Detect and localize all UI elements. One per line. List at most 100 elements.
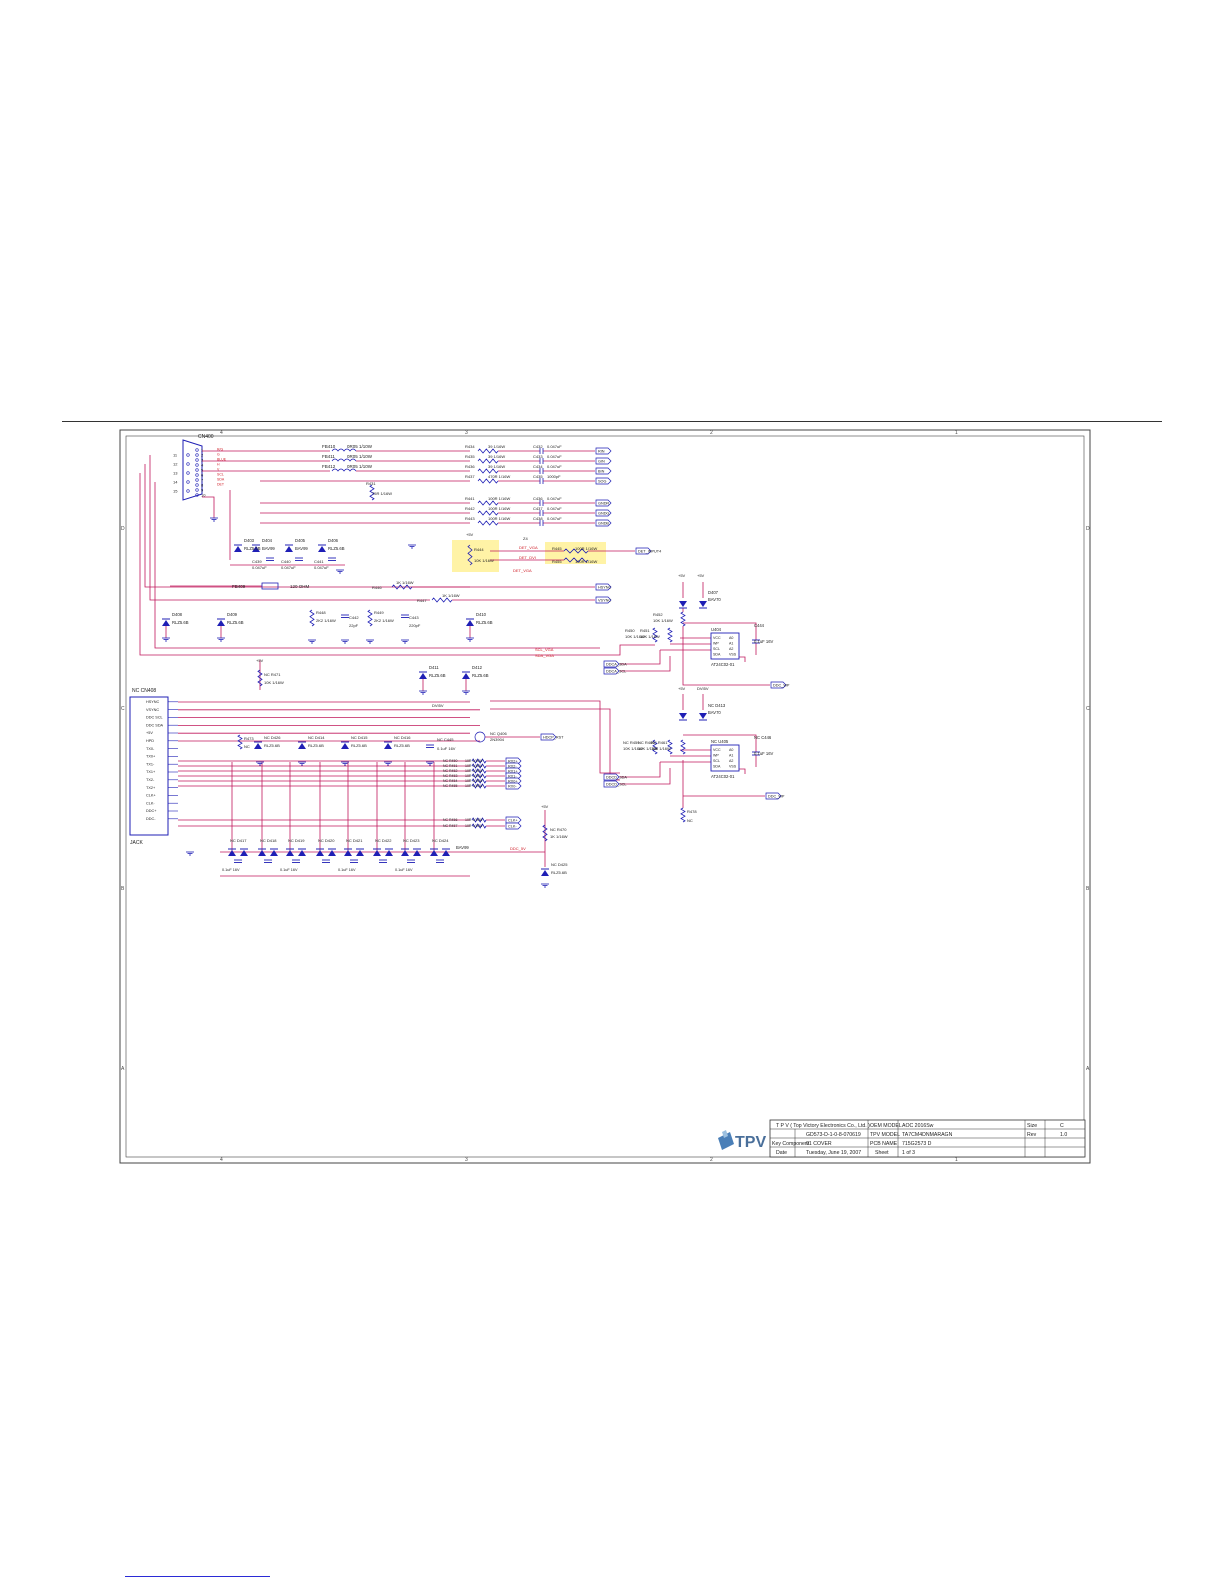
filter-ref: R448 <box>316 610 326 615</box>
net-ddca-scl-shape <box>603 667 620 675</box>
eeprom2-pullup-ref: NC R461 <box>651 740 668 745</box>
esd-diode-value: BAV99 <box>456 845 469 850</box>
net-gndb-shape <box>595 519 612 527</box>
resistor-r478 <box>680 807 686 823</box>
d425-ref: NC D425 <box>551 862 568 867</box>
net-hsync-shape <box>595 583 612 591</box>
label-dvi5v-eeprom: DVI5V <box>697 686 709 691</box>
vga-pin-number: 3 <box>201 458 204 463</box>
frame-row-label-right: C <box>1086 706 1090 712</box>
esd-diode-2 <box>298 850 306 856</box>
ferrite-value: 0R05 1/10W <box>347 444 373 449</box>
series-resistor <box>477 510 499 516</box>
net-gndr-shape <box>595 499 612 507</box>
eeprom-pin: VCC <box>713 636 721 640</box>
esd-diode-ref: NC D421 <box>346 838 363 843</box>
wire-eeprom-vss <box>739 768 746 774</box>
dvi-signal-name: HPD <box>146 739 154 743</box>
filter-ref: C442 <box>349 615 359 620</box>
protection-diode <box>285 546 293 552</box>
r446-value: 1K 1/16W <box>396 580 414 585</box>
eeprom-part: AT24C02-01 <box>711 774 735 779</box>
net-dvi-data: RX2- <box>508 765 517 769</box>
ferrite-bead <box>331 458 357 462</box>
net-vsync: VSYNC <box>598 599 611 603</box>
diode-ref: D411 <box>429 665 439 670</box>
vga-net-name: V <box>217 468 220 472</box>
vga-pin-number: 12 <box>173 462 178 467</box>
esd-diode <box>344 850 352 856</box>
series-cap-ref: C437 <box>533 506 543 511</box>
eeprom-pullup-ref: R452 <box>653 612 663 617</box>
esd-diode-2 <box>413 850 421 856</box>
eeprom2-pullup-value: 10K 1/16W <box>651 746 671 751</box>
eeprom-pin: WP <box>713 642 719 646</box>
dvi-diode-ref: NC D416 <box>394 735 411 740</box>
wire-eeprom-vcc <box>683 734 757 752</box>
wire-scl <box>154 482 600 649</box>
resistor-r471 <box>257 669 263 687</box>
net-ddcd-scl: DDCD_SCL <box>606 783 626 787</box>
wire-sda <box>139 473 590 656</box>
series-cap-ref: C435 <box>533 474 543 479</box>
tb-oem-label: OEM MODEL <box>870 1123 902 1129</box>
resistor-r431 <box>369 484 375 501</box>
series-r-value: 100R 1/16W <box>488 516 510 521</box>
series-cap-ref: C433 <box>533 454 543 459</box>
eeprom2-pullup-value: 10K 1/16W <box>638 746 658 751</box>
net-sog: SOG <box>598 480 606 484</box>
eeprom-part: AT24C02-01 <box>711 662 735 667</box>
diode-d413 <box>679 713 687 719</box>
esd-cap-value: 0.1uF 16V <box>280 868 298 872</box>
schematic-parts <box>162 447 787 888</box>
eeprom-pullup-value: 10K 1/16W <box>625 634 645 639</box>
dvi-series-value: 10R 1/16W <box>465 779 483 783</box>
vga-pin <box>195 463 199 467</box>
dvi-diode-ref: NC D415 <box>351 735 368 740</box>
series-cap-ref: C432 <box>533 444 543 449</box>
wire-ddca-sda-2 <box>620 650 661 665</box>
frame-row-label-right: B <box>1086 886 1090 892</box>
esd-diode <box>430 850 438 856</box>
esd-diode <box>286 850 294 856</box>
frame-row-label: C <box>121 706 125 712</box>
eeprom-pin: VCC <box>713 748 721 752</box>
dvi-series-ref: NC R450 <box>443 759 457 763</box>
tb-date-label: Date <box>776 1150 787 1156</box>
net-dvi-data-shape <box>505 816 522 824</box>
net-ddca-sda: DDCA_SDA <box>606 663 627 667</box>
series-cap-value: 0.047uF <box>547 496 562 501</box>
eeprom-apin: A0 <box>729 748 733 752</box>
vga-pin <box>195 483 199 487</box>
vga-pin-number: 7 <box>201 478 204 483</box>
dvi-signal-name: DDC SDA <box>146 723 164 727</box>
dvi-diode-value: RLZ5.6B <box>394 743 410 748</box>
dvi-signal-name: TX0+ <box>146 755 156 759</box>
diode-value: RLZ5.6B <box>227 620 244 625</box>
frame-col-label-bottom: 4 <box>220 1157 223 1163</box>
frame-col-label-bottom: 1 <box>955 1157 958 1163</box>
tb-date-value: Tuesday, June 19, 2007 <box>806 1150 861 1156</box>
resistor-r455 <box>563 557 589 563</box>
vga-net-name: SCL <box>217 473 224 477</box>
series-r-value: 39 1/16W <box>488 444 505 449</box>
eeprom-cap-value: 0.1uF 16V <box>754 751 774 756</box>
bypass-cap-value: 0.047uF <box>281 565 296 570</box>
net-scl-vga: SCL_VGA <box>535 647 554 652</box>
d407-value: BAV70 <box>708 597 721 602</box>
frame-row-label: B <box>121 886 125 892</box>
eeprom2-pullup <box>652 739 658 755</box>
diode-ref: D405 <box>295 538 306 543</box>
series-r-ref: R443 <box>465 516 475 521</box>
c445-ref: NC C445 <box>437 737 454 742</box>
frame-row-label: A <box>121 1066 125 1072</box>
ferrite-ref: FB411 <box>322 454 335 459</box>
frame-col-label: 2 <box>710 430 713 436</box>
protection-diode <box>217 620 225 626</box>
d425-value: RLZ5.6B <box>551 870 567 875</box>
net-rin-shape <box>595 447 612 455</box>
vga-pin-number: 4 <box>201 463 204 468</box>
eeprom-pullup <box>652 627 658 643</box>
net-bin: BIN <box>598 470 605 474</box>
